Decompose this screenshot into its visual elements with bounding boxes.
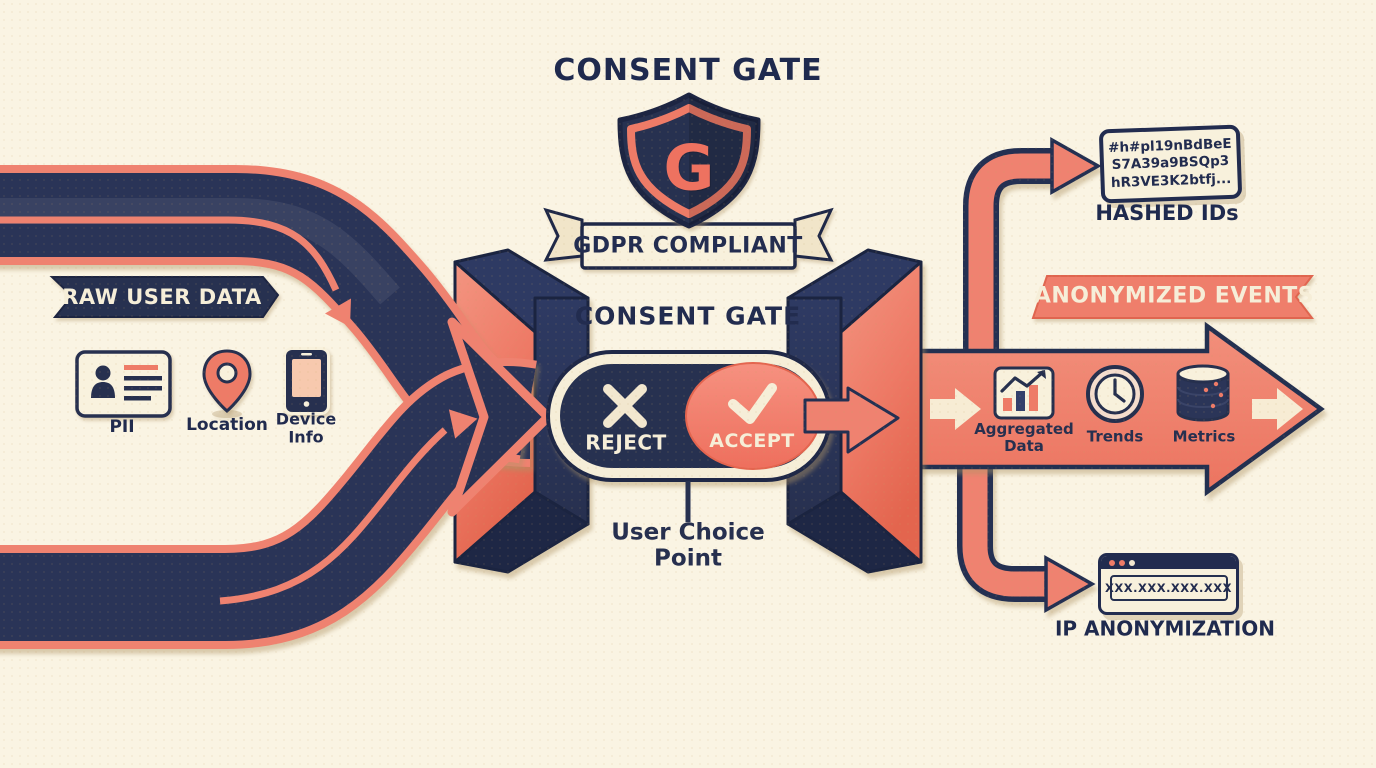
arrowhead-to-hashed <box>1050 137 1102 195</box>
clock-icon <box>1086 365 1144 423</box>
anonymized-stream-arrow <box>897 321 1325 497</box>
reject-button-label[interactable]: REJECT <box>585 430 667 455</box>
metrics-label: Metrics <box>1172 427 1236 446</box>
hashed-ids-label: HASHED IDs <box>1095 200 1239 225</box>
x-mark-icon <box>603 384 647 428</box>
raw-data-banner <box>49 276 280 318</box>
id-card-icon <box>75 350 172 418</box>
raw-data-banner-label: RAW USER DATA <box>62 284 262 309</box>
ip-anonymization-label: IP ANONYMIZATION <box>1054 616 1276 641</box>
output-pipe-hashed <box>963 137 1102 400</box>
shield-letter: G <box>663 131 715 205</box>
device-info-label: Device Info <box>275 409 337 447</box>
chevron-arrow-icon <box>1252 388 1303 430</box>
database-icon <box>1176 364 1230 422</box>
window-dot-icon <box>1129 559 1135 566</box>
window-titlebar <box>1101 556 1236 569</box>
check-mark-icon <box>728 383 777 424</box>
bar-chart-icon <box>993 366 1055 420</box>
anonymized-events-label: ANONYMIZED EVENTS <box>1033 283 1315 309</box>
arrowhead-to-ip <box>1044 555 1096 613</box>
ip-address-value: XXX.XXX.XXX.XXX <box>1105 575 1232 601</box>
consent-pill <box>546 350 832 482</box>
accept-button-label[interactable]: ACCEPT <box>709 430 795 453</box>
shield-icon <box>617 92 761 229</box>
consent-gate-label: CONSENT GATE <box>574 301 802 331</box>
chevron-arrow-icon <box>930 388 981 430</box>
page-title: CONSENT GATE <box>553 52 823 88</box>
accept-exit-arrow <box>803 386 900 454</box>
trends-label: Trends <box>1086 427 1144 446</box>
map-pin-icon <box>202 349 252 418</box>
smartphone-icon <box>283 347 330 415</box>
aggregated-data-label: Aggregated Data <box>974 419 1074 455</box>
location-label: Location <box>186 415 268 436</box>
window-dot-icon <box>1109 559 1115 566</box>
gdpr-ribbon-label: GDPR COMPLIANT <box>573 233 803 259</box>
ip-address-box: XXX.XXX.XXX.XXX <box>1098 553 1239 615</box>
hash-line: hR3VE3K2btfj... <box>1110 170 1232 191</box>
merge-arrowhead <box>447 317 553 517</box>
output-pipe-ip <box>957 430 1096 613</box>
flow-arrow-bottom-inline <box>219 409 478 605</box>
window-dot-icon <box>1119 559 1125 566</box>
user-choice-point-label: User Choice Point <box>611 519 765 572</box>
gdpr-ribbon <box>543 207 834 270</box>
anonymized-events-banner <box>1031 275 1315 319</box>
pii-label: PII <box>109 417 135 438</box>
flow-arrow-top-inline <box>0 216 351 327</box>
hashed-ids-box: #h#pl19nBdBeE S7A39a9BSQp3 hR3VE3K2btfj.… <box>1098 124 1243 204</box>
